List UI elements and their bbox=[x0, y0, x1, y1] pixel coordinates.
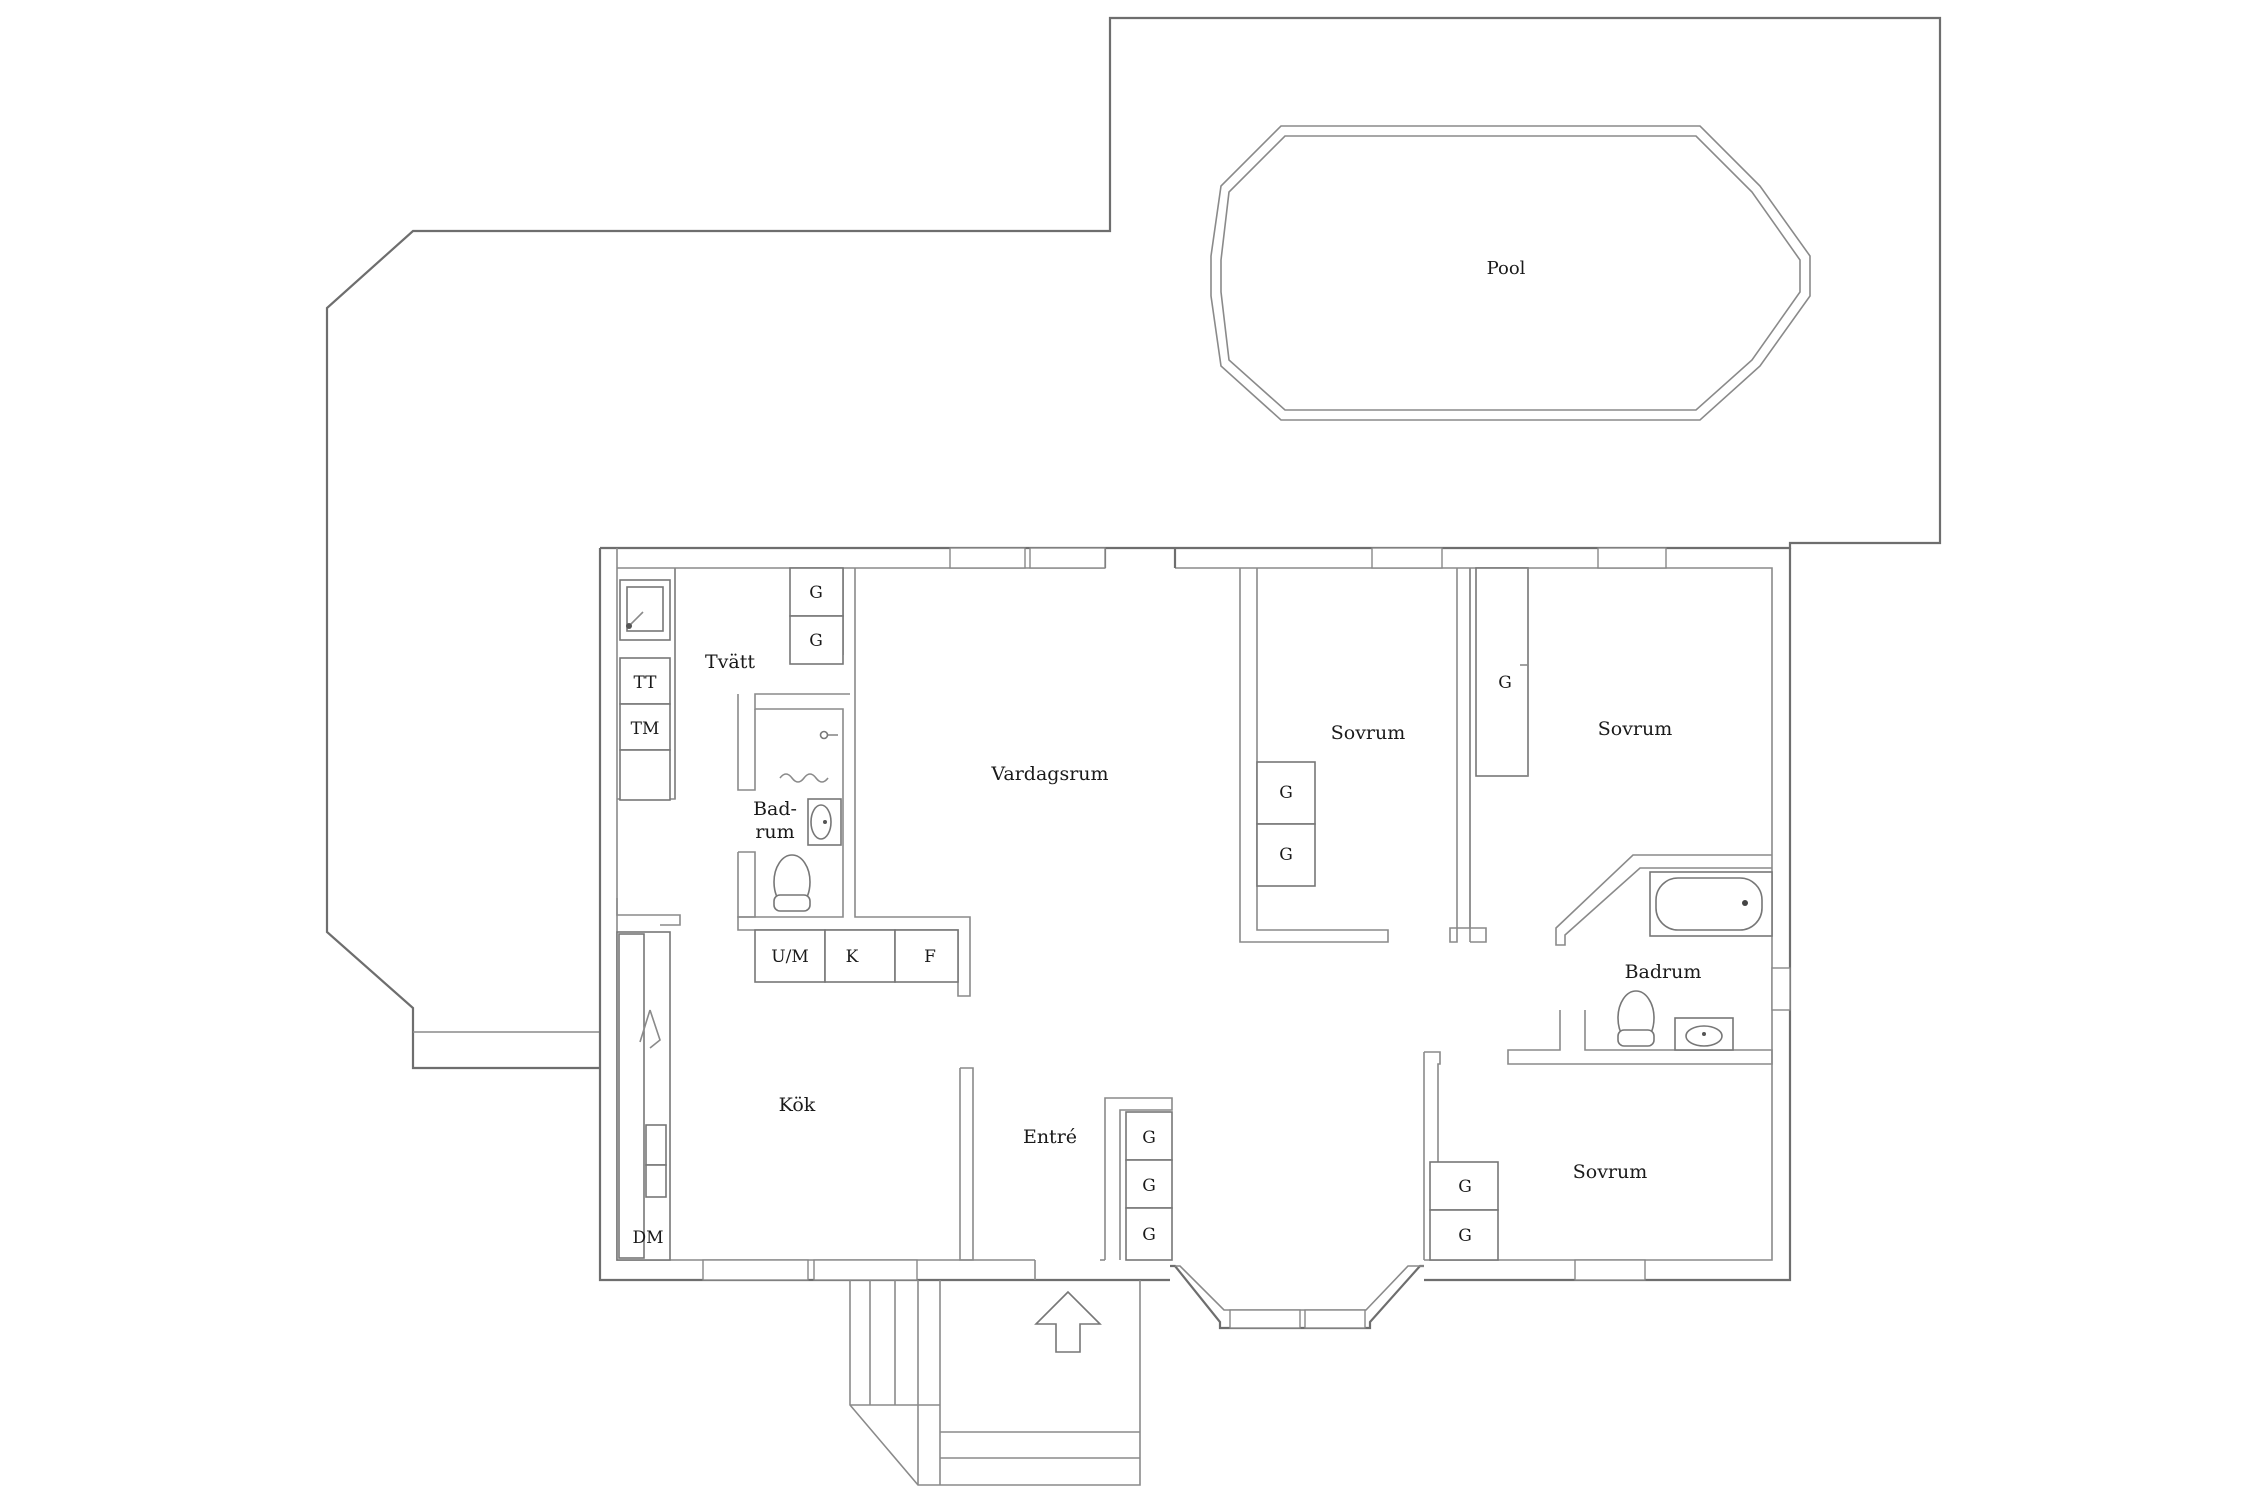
stove-icon bbox=[639, 1009, 661, 1049]
svg-text:TT: TT bbox=[634, 673, 658, 693]
towel-heater-icon bbox=[779, 773, 829, 783]
sovrum-3-label: Sovrum bbox=[1573, 1161, 1648, 1183]
bedroom-1: G G Sovrum bbox=[1256, 722, 1406, 887]
entry: G G G Entré bbox=[1023, 1111, 1173, 1353]
wardrobe-g bbox=[789, 567, 844, 617]
svg-text:G: G bbox=[1142, 1128, 1156, 1148]
svg-text:G: G bbox=[1142, 1176, 1156, 1196]
badrum-large-label: Badrum bbox=[1625, 961, 1702, 983]
terrace-outline bbox=[325, 16, 1942, 1070]
svg-text:G: G bbox=[1279, 845, 1293, 865]
k-label: K bbox=[846, 947, 859, 967]
svg-text:G: G bbox=[1458, 1177, 1472, 1197]
um-label: U/M bbox=[771, 947, 808, 967]
pool-label: Pool bbox=[1487, 258, 1526, 279]
vardagsrum-label: Vardagsrum bbox=[990, 763, 1108, 785]
svg-text:G: G bbox=[809, 583, 823, 603]
kok-label: Kök bbox=[779, 1094, 816, 1116]
sovrum-1-label: Sovrum bbox=[1331, 722, 1406, 744]
storage-row: U/M K F bbox=[754, 929, 959, 983]
svg-text:G: G bbox=[1142, 1225, 1156, 1245]
bedroom-3: G G Sovrum bbox=[1429, 1161, 1648, 1261]
kitchen: DM Kök bbox=[616, 931, 816, 1261]
interior-walls bbox=[616, 568, 1773, 1280]
svg-text:G: G bbox=[1498, 673, 1512, 693]
svg-text:G: G bbox=[809, 631, 823, 651]
pool: Pool bbox=[1210, 125, 1811, 421]
small-bathroom: Bad- rum bbox=[753, 730, 842, 912]
f-label: F bbox=[924, 947, 936, 967]
entrance-arrow-icon bbox=[1034, 1290, 1102, 1353]
svg-text:G: G bbox=[1458, 1226, 1472, 1246]
svg-text:TM: TM bbox=[631, 719, 660, 739]
dryer-tt bbox=[619, 657, 671, 705]
washer-tm bbox=[619, 703, 671, 751]
badrum-small-label-2: rum bbox=[755, 821, 794, 843]
laundry-fixtures: TT TM Tvätt G G bbox=[619, 567, 844, 801]
entre-label: Entré bbox=[1023, 1126, 1077, 1148]
wardrobe-g bbox=[789, 615, 844, 665]
badrum-small-label-1: Bad- bbox=[753, 798, 797, 820]
svg-text:G: G bbox=[1279, 783, 1293, 803]
front-steps bbox=[849, 1280, 1141, 1486]
sovrum-2-label: Sovrum bbox=[1598, 718, 1673, 740]
windows bbox=[702, 547, 1791, 1329]
tvatt-label: Tvätt bbox=[705, 651, 755, 673]
large-bathroom: Badrum bbox=[1617, 871, 1773, 1051]
bedroom-2: G Sovrum bbox=[1475, 567, 1673, 777]
dm-label: DM bbox=[632, 1228, 663, 1248]
